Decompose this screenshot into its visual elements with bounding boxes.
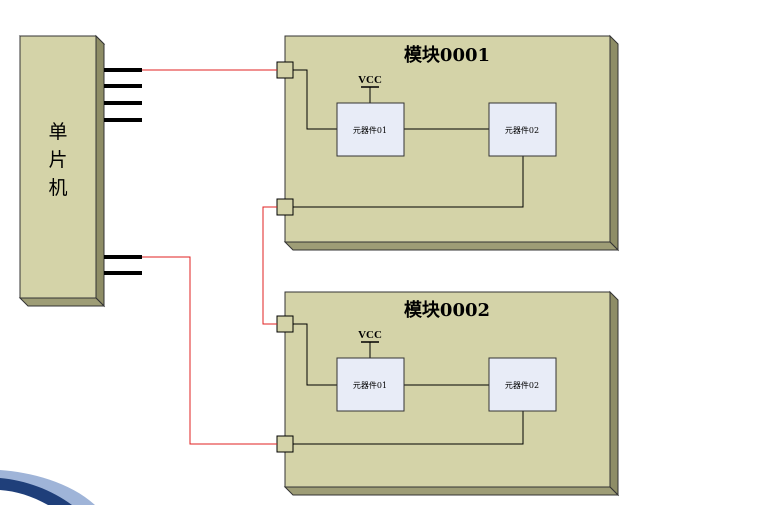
wire-component2-to-port	[291, 411, 524, 445]
mcu-pin	[104, 118, 142, 122]
component-01-label: 元器件01	[353, 125, 387, 135]
swoosh-shadow	[0, 470, 95, 505]
mcu-block-front	[19, 35, 97, 299]
vcc-label: VCC	[358, 74, 382, 86]
module-block-side	[609, 290, 619, 497]
component-02-label: 元器件02	[505, 125, 539, 135]
wire-mcu-to-module2	[142, 256, 277, 445]
mcu-pin	[104, 271, 142, 275]
module-block-front	[284, 35, 611, 243]
module-title: 模块0002	[404, 299, 490, 321]
component-02	[488, 102, 557, 157]
vcc-label: VCC	[358, 329, 382, 341]
component-01	[336, 102, 405, 157]
mcu-label-2: 片	[48, 149, 67, 171]
module-title: 模块0001	[404, 44, 490, 66]
mcu-pin	[104, 68, 142, 72]
module-block-bottom	[283, 241, 620, 251]
module-block-bottom	[283, 486, 620, 496]
mcu-label-3: 机	[48, 177, 67, 199]
mcu-pin	[104, 255, 142, 259]
wire-port-to-component1	[291, 69, 337, 130]
module-0001: 模块0001 VCC 元器件01 元器件02	[276, 34, 620, 252]
module-0002: 模块0002 VCC 元器件01 元器件02	[276, 290, 620, 497]
wire-port-to-component1	[291, 323, 337, 386]
mcu-block: 单 片 机	[18, 34, 106, 308]
component-02	[488, 357, 557, 412]
module-block-front	[284, 291, 611, 488]
red-wires	[142, 69, 277, 445]
mcu-label-1: 单	[48, 121, 67, 143]
mcu-pins	[104, 68, 142, 275]
component-01	[336, 357, 405, 412]
port-square	[276, 198, 294, 216]
wire-component2-to-port	[291, 156, 524, 208]
swoosh-main	[0, 478, 72, 505]
mcu-pin	[104, 84, 142, 88]
component-01-label: 元器件01	[353, 380, 387, 390]
mcu-block-side	[95, 34, 105, 308]
decorative-swoosh	[0, 470, 95, 505]
wire-module1-to-module2	[262, 206, 277, 325]
mcu-pin	[104, 101, 142, 105]
module-block-side	[609, 34, 619, 252]
port-square	[276, 315, 294, 333]
port-square	[276, 435, 294, 453]
port-square	[276, 61, 294, 79]
mcu-block-bottom	[18, 297, 106, 307]
component-02-label: 元器件02	[505, 380, 539, 390]
